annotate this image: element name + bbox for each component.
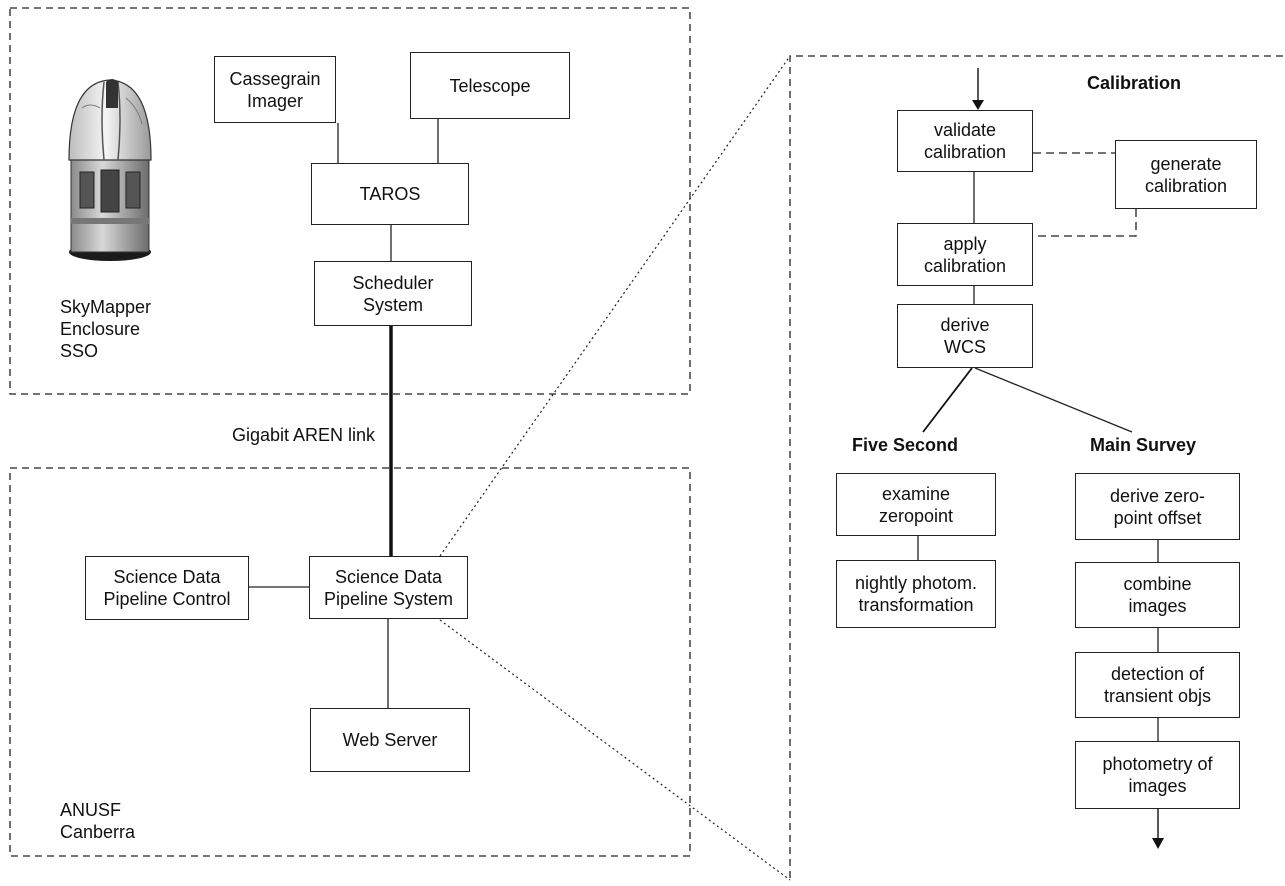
zoom-line-top (439, 55, 791, 557)
observatory-dome-icon (68, 79, 152, 261)
datacentre-boundary (9, 467, 691, 857)
sdp-control-box: Science Data Pipeline Control (85, 556, 249, 620)
sdp-system-box: Science Data Pipeline System (309, 556, 468, 619)
validate-calibration-box: validate calibration (897, 110, 1033, 172)
derive-to-mainsurvey (974, 367, 1133, 433)
generate-calibration-box: generate calibration (1115, 140, 1257, 209)
fs-step-examine-zeropoint: examine zeropoint (836, 473, 996, 536)
cassegrain-imager-box: Cassegrain Imager (214, 56, 336, 123)
taros-box: TAROS (311, 163, 469, 225)
apply-calibration-box: apply calibration (897, 223, 1033, 286)
ms-step-detection-transients: detection of transient objs (1075, 652, 1240, 718)
scheduler-system-box: Scheduler System (314, 261, 472, 326)
aren-link-label: Gigabit AREN link (232, 425, 376, 445)
calibration-title: Calibration (1087, 73, 1182, 93)
ms-exit-arrowhead (1152, 838, 1164, 849)
ms-step-combine-images: combine images (1075, 562, 1240, 628)
five-second-title: Five Second (852, 435, 959, 455)
ms-step-photometry: photometry of images (1075, 741, 1240, 809)
derive-wcs-box: derive WCS (897, 304, 1033, 368)
zoom-line-bottom (439, 619, 791, 881)
telescope-box: Telescope (410, 52, 570, 119)
fs-step-nightly-transformation: nightly photom. transformation (836, 560, 996, 628)
datacentre-label: ANUSF Canberra (60, 800, 136, 842)
web-server-box: Web Server (310, 708, 470, 772)
derive-to-fivesecond (922, 367, 973, 433)
ms-step-derive-zeropoint-offset: derive zero- point offset (1075, 473, 1240, 540)
main-survey-title: Main Survey (1090, 435, 1197, 455)
generate-to-apply (1033, 209, 1137, 237)
cal-entry-arrowhead (972, 100, 984, 110)
enclosure-boundary (9, 7, 691, 395)
enclosure-label: SkyMapper Enclosure SSO (60, 297, 152, 361)
